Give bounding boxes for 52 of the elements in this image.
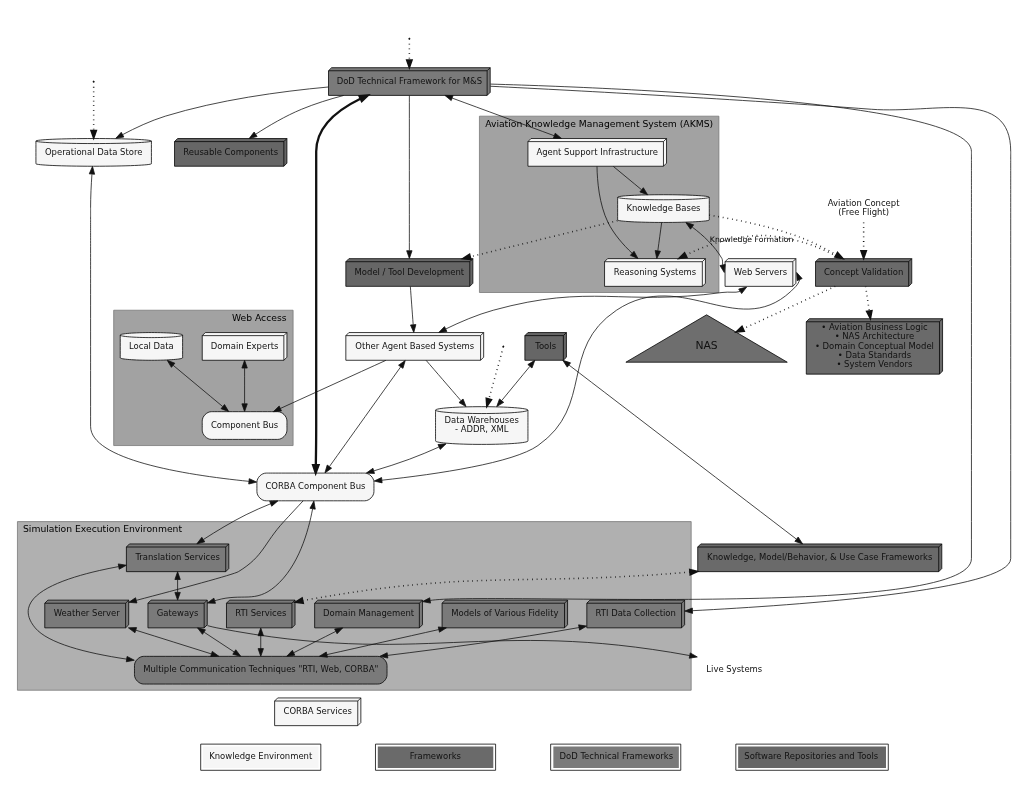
arrow xyxy=(272,359,387,412)
node-box: CORBA Component Bus xyxy=(256,472,375,501)
arrow xyxy=(319,626,447,658)
arrow xyxy=(422,83,972,603)
arrow xyxy=(88,165,258,484)
arrow xyxy=(405,38,414,70)
node-text: Aviation Concept (Free Flight) xyxy=(827,197,900,217)
arrow xyxy=(596,165,639,259)
legend-label: DoD Technical Frameworks xyxy=(559,750,674,761)
arrow xyxy=(27,563,135,662)
arrow xyxy=(115,86,329,139)
node-box: Multiple Communication Techniques "RTI, Web, CORBA" xyxy=(134,655,388,684)
arrow xyxy=(676,234,842,260)
arrow xyxy=(241,359,248,412)
arrow xyxy=(379,624,587,658)
arrow xyxy=(292,567,700,604)
arrow xyxy=(444,94,562,139)
arrow xyxy=(207,624,698,659)
arrow xyxy=(324,359,406,473)
arrow xyxy=(438,286,747,333)
arrow xyxy=(311,93,371,476)
arrow xyxy=(612,165,648,195)
arrow xyxy=(248,94,345,139)
arrow xyxy=(128,626,220,657)
arrow xyxy=(197,626,242,657)
arrow xyxy=(734,285,836,333)
arrow xyxy=(196,500,279,544)
arrow xyxy=(406,94,413,259)
arrow xyxy=(496,359,536,407)
arrow xyxy=(174,570,181,600)
arrow xyxy=(425,359,467,407)
legend-label: Software Repositories and Tools xyxy=(744,750,879,761)
arrow xyxy=(409,285,417,333)
legend-label: Frameworks xyxy=(409,750,461,761)
arrow xyxy=(654,221,663,259)
arrow xyxy=(257,627,264,657)
arrow xyxy=(286,626,344,657)
arrow xyxy=(562,359,803,544)
arrow xyxy=(489,85,1012,614)
arrow xyxy=(708,213,845,260)
arrow xyxy=(89,81,98,141)
node-box: Component Bus xyxy=(201,410,288,440)
arrow xyxy=(206,500,316,604)
node-text: Live Systems xyxy=(706,663,763,674)
arrow xyxy=(373,271,803,483)
arrow xyxy=(128,500,304,603)
arrow xyxy=(485,345,505,409)
arrow xyxy=(166,359,230,412)
arrow xyxy=(685,221,726,273)
legend-label: Knowledge Environment xyxy=(209,750,313,761)
arrow xyxy=(365,442,447,474)
edge-label: Knowledge Formation xyxy=(709,234,794,244)
